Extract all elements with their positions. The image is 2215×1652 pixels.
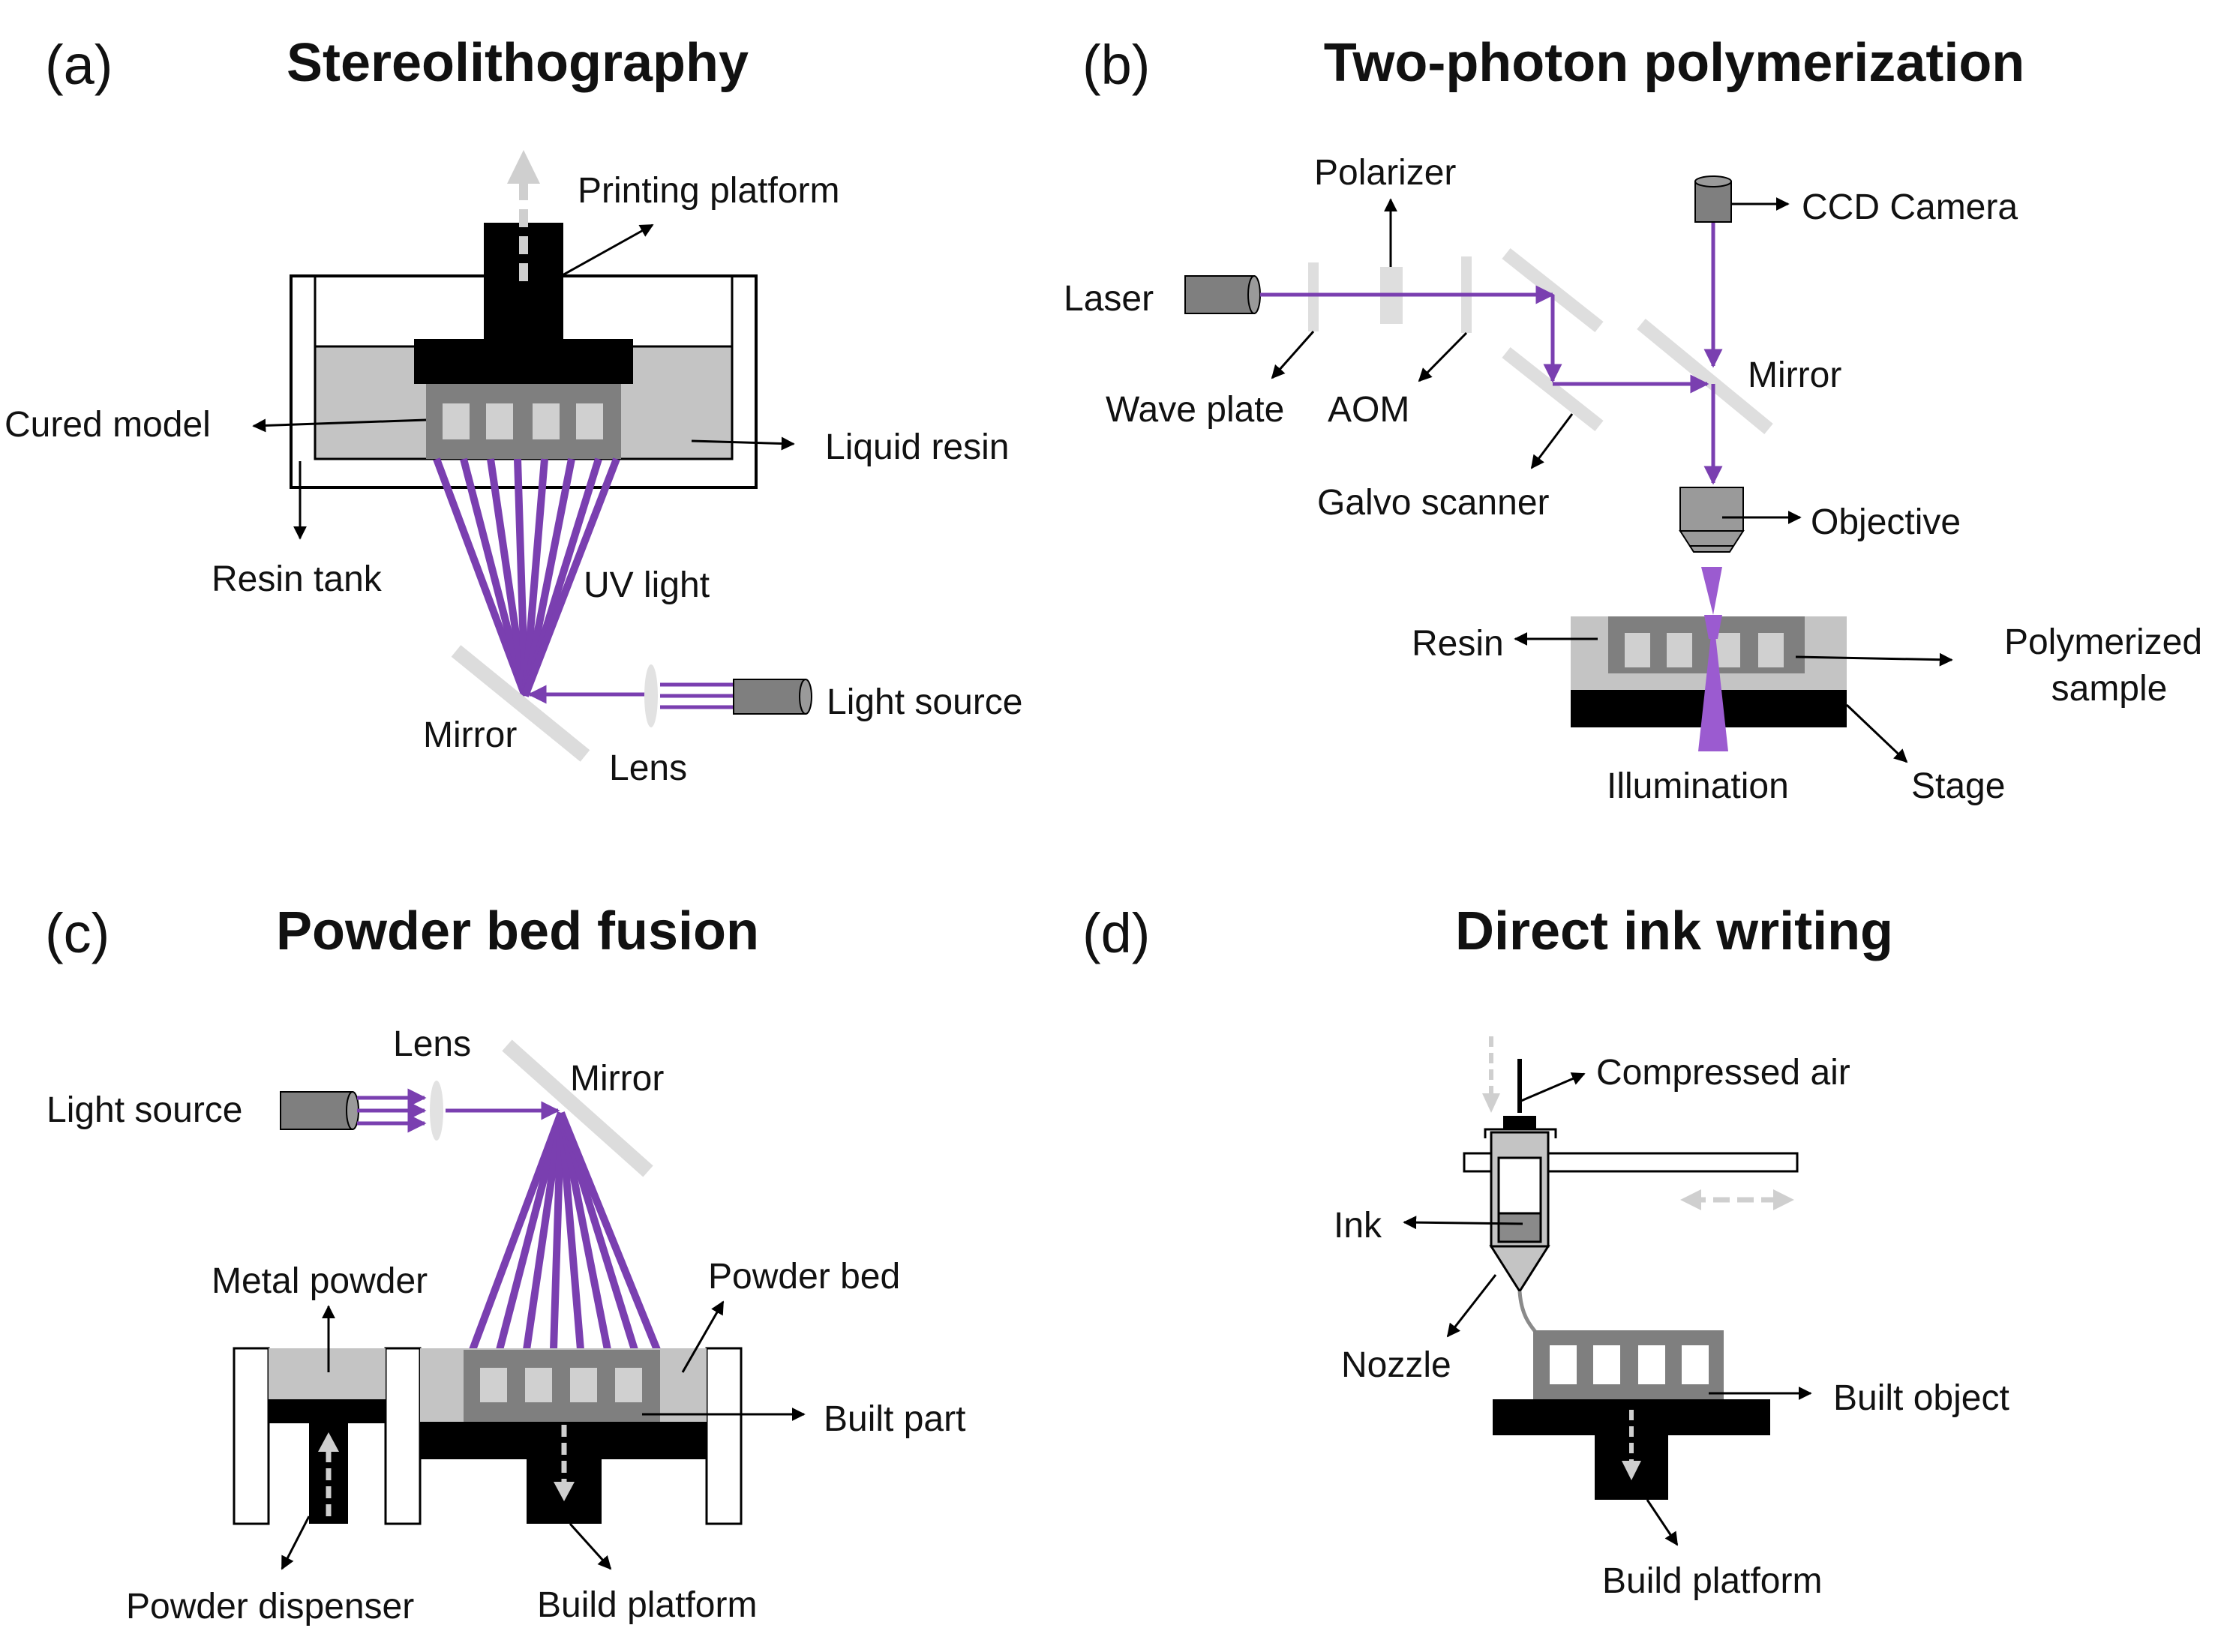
- panel-c-title: Powder bed fusion: [276, 901, 759, 961]
- label-powder-bed: Powder bed: [708, 1257, 900, 1297]
- illumination-beam: [1698, 615, 1728, 751]
- label-cured-model: Cured model: [5, 405, 211, 445]
- uv-light-beams: [433, 457, 620, 697]
- gantry-motion-arrow-icon: [1680, 1189, 1794, 1210]
- printing-platform: [414, 150, 633, 384]
- light-source-c-icon: [280, 1091, 359, 1130]
- label-mirror-b: Mirror: [1748, 355, 1841, 395]
- label-nozzle: Nozzle: [1341, 1345, 1451, 1385]
- label-light-source-c: Light source: [47, 1090, 243, 1130]
- panel-d-title: Direct ink writing: [1455, 901, 1893, 961]
- galvo-mirror-2-icon: [1502, 346, 1604, 432]
- lens-icon: [644, 664, 658, 727]
- label-polymerized-line2: sample: [2051, 669, 2168, 709]
- panel-b-letter: (b): [1082, 34, 1150, 96]
- wave-plate-icon: [1308, 262, 1319, 331]
- built-object: [1533, 1330, 1724, 1399]
- panel-b: (b) Two-photon polymerization: [1064, 33, 2202, 806]
- syringe-icon: [1489, 1131, 1550, 1294]
- build-platform-c: [420, 1422, 707, 1524]
- label-printing-platform: Printing platform: [578, 171, 839, 211]
- label-build-platform-d: Build platform: [1602, 1561, 1822, 1601]
- label-metal-powder: Metal powder: [212, 1261, 428, 1301]
- lift-arrow-icon: [507, 150, 540, 184]
- mirror-icon: [451, 645, 590, 762]
- label-mirror-c: Mirror: [570, 1059, 664, 1099]
- source-beams: [660, 682, 734, 709]
- beam-path: [1260, 217, 1723, 485]
- label-mirror: Mirror: [423, 715, 517, 755]
- label-aom: AOM: [1328, 390, 1409, 430]
- ink-filament: [1517, 1291, 1541, 1338]
- label-uv-light: UV light: [584, 565, 710, 605]
- label-lens: Lens: [609, 748, 687, 788]
- laser-fan-c: [469, 1111, 661, 1351]
- label-compressed-air: Compressed air: [1596, 1053, 1850, 1093]
- laser-icon: [1184, 275, 1261, 314]
- label-light-source: Light source: [827, 682, 1023, 722]
- air-flow-arrow-icon: [1482, 1093, 1500, 1113]
- ccd-camera-icon: [1694, 175, 1732, 223]
- panel-d: (d) Direct ink writing: [1082, 901, 2009, 1601]
- panel-a-letter: (a): [45, 34, 113, 96]
- label-polarizer: Polarizer: [1314, 153, 1456, 193]
- label-objective: Objective: [1811, 502, 1961, 542]
- label-galvo-scanner: Galvo scanner: [1317, 483, 1550, 523]
- focus-cone: [1701, 567, 1722, 615]
- label-resin: Resin: [1412, 624, 1504, 664]
- label-wave-plate: Wave plate: [1106, 390, 1284, 430]
- label-stage: Stage: [1911, 766, 2005, 806]
- label-liquid-resin: Liquid resin: [825, 427, 1009, 467]
- label-ccd-camera: CCD Camera: [1802, 187, 2018, 227]
- panel-d-letter: (d): [1082, 902, 1150, 964]
- label-resin-tank: Resin tank: [212, 559, 383, 599]
- objective-icon: [1679, 487, 1745, 553]
- built-part: [464, 1350, 660, 1422]
- polymerized-sample: [1608, 616, 1805, 673]
- cap-icon: [1503, 1116, 1536, 1129]
- label-illumination: Illumination: [1607, 766, 1789, 806]
- panel-c: (c) Powder bed fusion: [45, 901, 965, 1627]
- label-powder-dispenser: Powder dispenser: [126, 1587, 414, 1627]
- build-platform-d: [1493, 1399, 1770, 1500]
- cured-model: [426, 384, 621, 459]
- light-source-icon: [733, 679, 812, 715]
- label-ink: Ink: [1334, 1206, 1382, 1246]
- panel-b-title: Two-photon polymerization: [1324, 33, 2025, 93]
- focus-waist: [1704, 615, 1722, 639]
- label-polymerized-line1: Polymerized: [2004, 622, 2202, 662]
- mirror-c-icon: [502, 1039, 653, 1177]
- label-lens-c: Lens: [393, 1024, 471, 1064]
- label-built-object: Built object: [1833, 1378, 2009, 1418]
- panel-c-letter: (c): [45, 902, 110, 964]
- label-build-platform-c: Build platform: [537, 1585, 757, 1625]
- lens-c-icon: [430, 1081, 443, 1141]
- label-built-part: Built part: [824, 1399, 965, 1439]
- label-laser: Laser: [1064, 279, 1154, 319]
- powder-dispenser: [269, 1399, 386, 1524]
- source-beams-c: [357, 1088, 427, 1133]
- panel-a-title: Stereolithography: [287, 33, 749, 93]
- panel-a: (a) Stereolithography: [5, 33, 1023, 788]
